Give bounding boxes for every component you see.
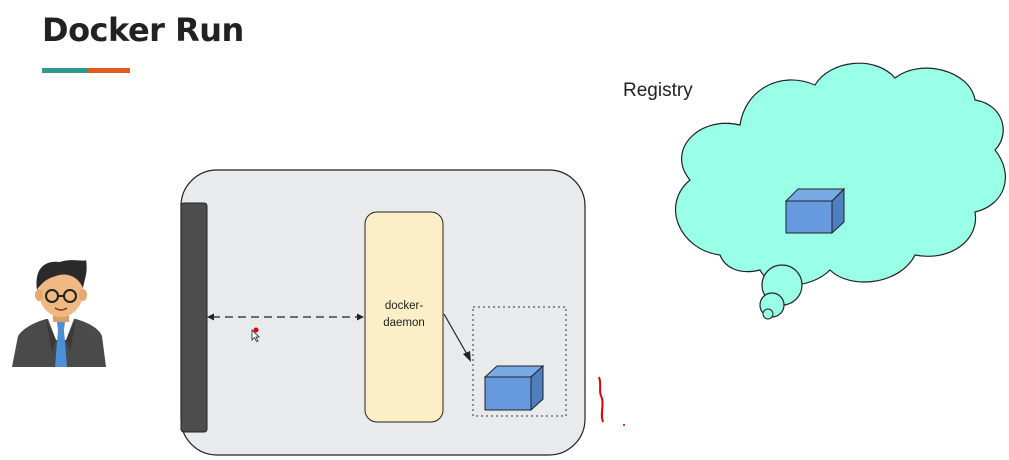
docker-daemon-label-line1: docker- xyxy=(384,300,424,312)
docker-daemon-label: docker- daemon xyxy=(365,298,443,332)
client-daemon-connection-arrow xyxy=(207,313,364,321)
daemon-to-image-arrow xyxy=(443,313,471,362)
cursor-icon xyxy=(251,327,260,342)
docker-daemon-box xyxy=(364,211,444,423)
registry-image-icon xyxy=(784,187,846,235)
docker-daemon-label-line2: daemon xyxy=(383,317,425,329)
red-annotation-mark xyxy=(598,376,625,426)
page-title: Docker Run xyxy=(42,11,244,49)
registry-label: Registry xyxy=(623,80,693,101)
title-underline-teal xyxy=(42,68,88,73)
registry-cloud xyxy=(674,62,1006,320)
container-image-icon xyxy=(483,364,545,412)
developer-avatar-icon xyxy=(12,260,106,367)
client-terminal-bar xyxy=(180,202,208,433)
local-image-area xyxy=(472,306,567,417)
title-underline-orange xyxy=(88,68,130,73)
